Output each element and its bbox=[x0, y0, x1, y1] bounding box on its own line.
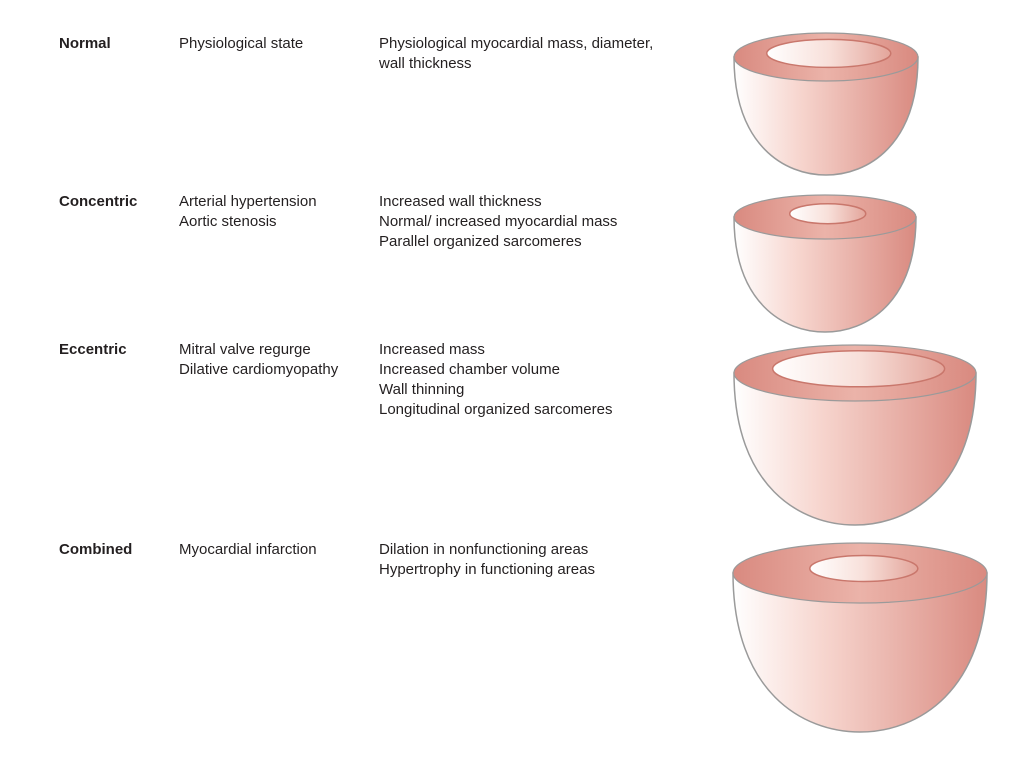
feature-item: Hypertrophy in functioning areas bbox=[379, 561, 595, 578]
causes-list: Myocardial infarction bbox=[179, 540, 317, 560]
cause-item: Dilative cardiomyopathy bbox=[179, 361, 339, 378]
ventricle-eccentric bbox=[733, 344, 977, 526]
hypertrophy-type: Normal bbox=[59, 35, 111, 52]
cause-item: Myocardial infarction bbox=[179, 541, 317, 558]
feature-item: Increased wall thickness bbox=[379, 193, 542, 210]
cause-item: Arterial hypertension bbox=[179, 193, 317, 210]
ventricle-concentric bbox=[733, 194, 917, 333]
ventricle-normal bbox=[733, 32, 919, 176]
feature-item: Increased chamber volume bbox=[379, 361, 560, 378]
cause-item: Physiological state bbox=[179, 35, 304, 52]
hypertrophy-type: Concentric bbox=[59, 193, 138, 210]
ventricle-combined bbox=[732, 542, 988, 733]
feature-item: wall thickness bbox=[379, 55, 472, 72]
cause-item: Aortic stenosis bbox=[179, 213, 277, 230]
feature-item: Physiological myocardial mass, diameter, bbox=[379, 35, 654, 52]
causes-list: Physiological state bbox=[179, 34, 303, 54]
feature-item: Dilation in nonfunctioning areas bbox=[379, 541, 589, 558]
hypertrophy-type: Combined bbox=[59, 541, 133, 558]
feature-item: Longitudinal organized sarcomeres bbox=[379, 401, 613, 418]
feature-item: Increased mass bbox=[379, 341, 485, 358]
feature-item: Normal/ increased myocardial mass bbox=[379, 213, 618, 230]
cause-item: Mitral valve regurge bbox=[179, 341, 311, 358]
features-list: Physiological myocardial mass, diameter,… bbox=[379, 34, 653, 74]
feature-item: Parallel organized sarcomeres bbox=[379, 233, 582, 250]
feature-item: Wall thinning bbox=[379, 381, 465, 398]
hypertrophy-type: Eccentric bbox=[59, 341, 127, 358]
